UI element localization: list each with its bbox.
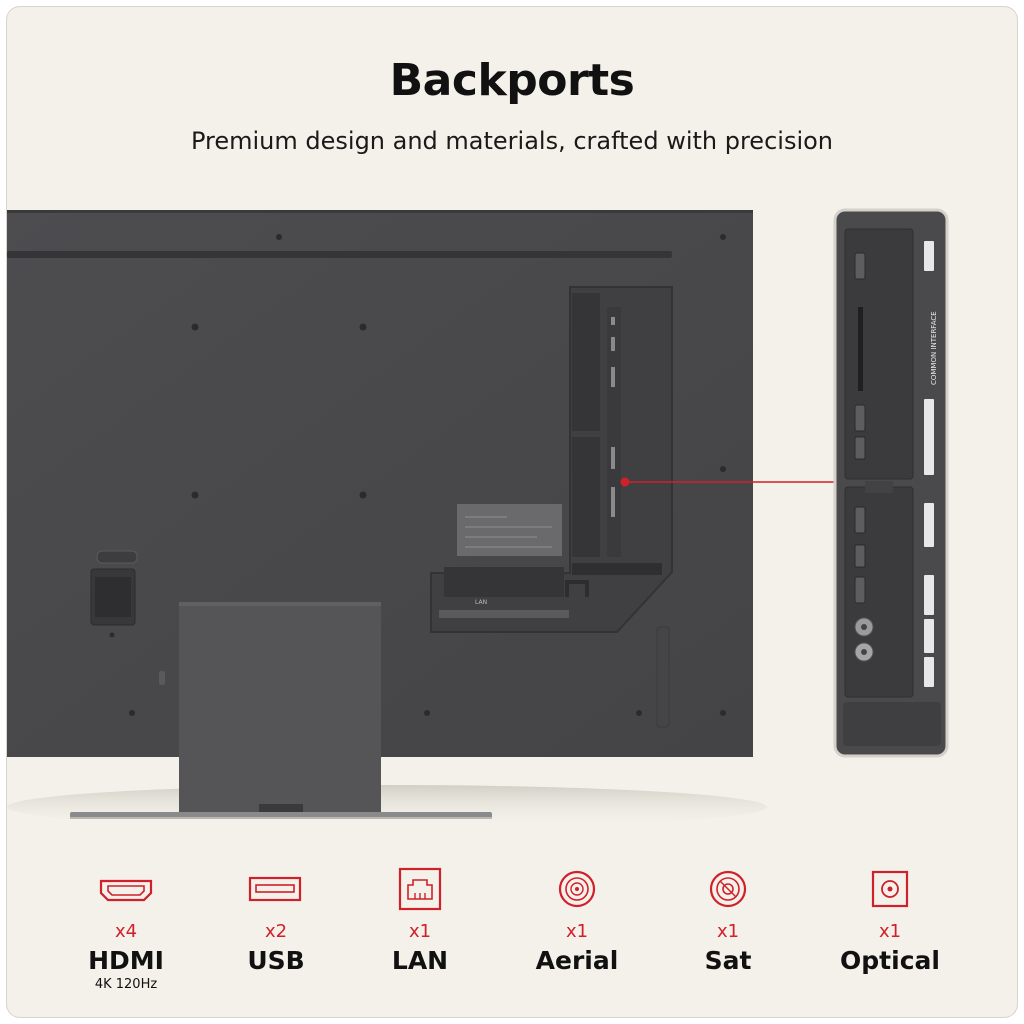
mount-hole: [276, 234, 282, 240]
zoom-hdmi-port: [854, 576, 866, 604]
zoom-ci-label: COMMON INTERFACE: [930, 311, 938, 385]
lan-icon: [398, 867, 442, 911]
mount-hole: [720, 466, 726, 472]
mount-hole: [636, 710, 642, 716]
mount-hole: [720, 710, 726, 716]
port-count: x1: [408, 921, 432, 942]
mount-hole: [359, 323, 367, 331]
port-count: x1: [878, 921, 902, 942]
page-subtitle: Premium design and materials, crafted wi…: [190, 127, 834, 155]
port-name: Optical: [840, 946, 940, 975]
tv-top-vent: [7, 251, 672, 258]
port-count: x4: [114, 921, 138, 942]
mount-hole: [191, 323, 199, 331]
page-title: Backports: [389, 55, 635, 106]
mount-holes: [109, 234, 726, 716]
port-panel-zoom: COMMON INTERFACE: [833, 208, 949, 758]
info-sticker: [457, 504, 562, 556]
zoom-hdmi-port: [854, 252, 866, 280]
port-name: Sat: [704, 946, 752, 975]
port-sub: 4K 120Hz: [94, 977, 158, 992]
mount-hole: [359, 491, 367, 499]
hdmi-icon: [99, 879, 153, 902]
ports-summary: x4 HDMI 4K 120Hz x2 USB x: [7, 867, 1017, 1007]
port-count: x1: [716, 921, 740, 942]
port-count: x1: [565, 921, 589, 942]
zoom-usb-port: [854, 544, 866, 568]
sat-icon: [709, 870, 747, 908]
mount-hole: [191, 491, 199, 499]
callout-dot: [620, 477, 630, 487]
tv-illustration: LAN: [7, 208, 949, 829]
floor-shadow: [7, 785, 767, 829]
port-sat: x1 Sat: [653, 867, 803, 975]
port-count: x2: [264, 921, 288, 942]
power-port-label: [96, 550, 138, 564]
port-lan: x1 LAN: [345, 867, 495, 975]
lan-port-label: LAN: [475, 599, 487, 606]
tv-stand-base: [70, 812, 492, 818]
port-usb: x2 USB: [201, 867, 351, 975]
aerial-icon: [558, 870, 596, 908]
port-name: LAN: [391, 946, 449, 975]
port-name: HDMI: [88, 946, 164, 975]
port-name: Aerial: [535, 946, 619, 975]
mount-hole: [720, 234, 726, 240]
zoom-hdmi-port: [854, 506, 866, 534]
mount-hole: [424, 710, 430, 716]
usb-icon: [248, 876, 302, 902]
port-name: USB: [247, 946, 305, 975]
zoom-hdmi-port: [854, 404, 866, 432]
optical-icon: [871, 870, 909, 908]
port-hdmi: x4 HDMI 4K 120Hz: [51, 867, 201, 992]
mount-hole: [109, 632, 115, 638]
zoom-usb-port: [854, 436, 866, 460]
port-aerial: x1 Aerial: [502, 867, 652, 975]
mount-hole: [129, 710, 135, 716]
port-optical: x1 Optical: [815, 867, 965, 975]
zoom-ci-slot: [858, 307, 863, 391]
product-card: Backports Premium design and materials, …: [6, 6, 1018, 1018]
tv-stand-column: [179, 602, 381, 812]
